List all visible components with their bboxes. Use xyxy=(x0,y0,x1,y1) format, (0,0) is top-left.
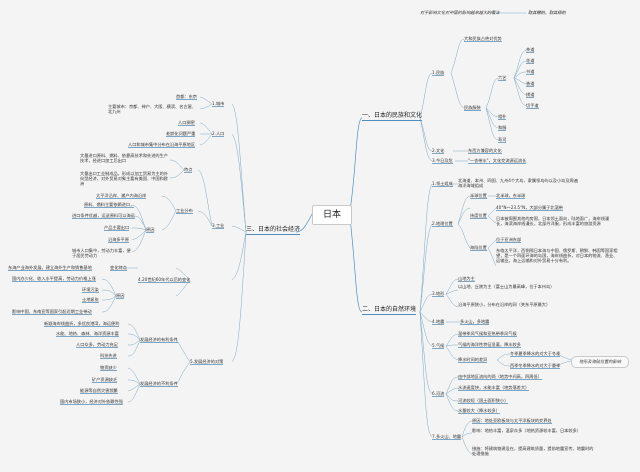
node-gy-fenbu[interactable]: 工业分布 xyxy=(176,208,193,214)
node-fz-1d[interactable]: 科技先进 xyxy=(100,353,117,359)
node-rk-3[interactable]: 人口和城市集中分布在沿海平原地区 xyxy=(128,142,196,148)
node-qh-3a[interactable]: 冬季夏季降水的对大于冬季 xyxy=(510,351,561,357)
node-gy-tese[interactable]: 特点 xyxy=(184,167,193,173)
node-dx-a[interactable]: 半球位置 xyxy=(470,193,487,199)
node-gy-t2[interactable]: 大量出口工业制成品，形成以加工贸易为主的外向型经济，对外贸易对象主要有美国、中国… xyxy=(80,171,168,186)
node-fz-2b[interactable]: 矿产资源缺乏 xyxy=(92,377,118,383)
node-dxx-0[interactable]: 山地为主 xyxy=(458,276,475,282)
node-dx-c[interactable]: 日本被周围其他的房国，日本领土面向，陆地面广，海岸线漫长，海滨海岸线漫长，北部丹… xyxy=(496,216,610,226)
node-dx-d2[interactable]: 东临太平洋，西侧隔日本海与中国、俄罗斯、朝鲜、韩国等国家相望，是一个四面环海的岛… xyxy=(496,248,618,263)
node-minzu[interactable]: 1.民族 xyxy=(432,70,445,76)
node-fz-1[interactable]: 发展经济的有利条件 xyxy=(140,337,178,343)
node-bh-2b[interactable]: 环境污染 xyxy=(82,287,99,293)
node-qh-2[interactable]: 气候的海洋性特征显著，降水较多 xyxy=(458,342,521,348)
center-node[interactable]: 日本 xyxy=(312,205,352,225)
section-society[interactable]: 三、日本的社会经济 xyxy=(246,226,301,235)
node-zy-2[interactable]: 影响：地热丰富，温泉众多（地热资源较丰富，日本较多） xyxy=(472,428,581,433)
node-rk-2[interactable]: 老龄化问题严重 xyxy=(166,131,196,137)
liuyi-item[interactable]: 切手道 xyxy=(526,103,539,109)
node-qihou[interactable]: 5.气候 xyxy=(432,343,445,349)
node-heliu[interactable]: 6.河流 xyxy=(432,391,445,397)
node-gy-f1[interactable]: 太平洋沿岸、濑户内海沿岸 xyxy=(96,193,147,199)
section-culture[interactable]: 一、日本的民族和文化 xyxy=(362,112,423,121)
node-qh-1[interactable]: 温带季风气候和亚热带季风气候 xyxy=(458,331,517,337)
node-bh-1[interactable]: 变化特点 xyxy=(110,265,127,271)
node-dx-d1[interactable]: 位于亚洲东部 xyxy=(496,237,522,243)
node-gy-y2[interactable]: 进口条件优越，运送原料可以海运 xyxy=(72,213,135,219)
section-nature[interactable]: 二、日本的自然环境 xyxy=(362,306,417,315)
node-renkou[interactable]: 2.人口 xyxy=(212,131,225,137)
liuyi-item[interactable]: 茶道 xyxy=(526,47,535,53)
node-fz-1b[interactable]: 水能、地热、森林、海洋资源丰富 xyxy=(56,331,119,337)
node-bh-2d[interactable]: 影响中国、东南亚等国家引起近期工业带动 xyxy=(12,309,92,315)
node-bh-2c[interactable]: 土地紧张 xyxy=(82,297,99,303)
node-qh-3b[interactable]: 西季冬季降水的对大于夏季 xyxy=(510,363,561,369)
node-gy-y4[interactable]: 沿海多平原 xyxy=(108,237,129,243)
node-dx-b[interactable]: 纬度位置 xyxy=(470,213,487,219)
node-zy-3[interactable]: 措施：将建筑物建设在，提高建筑质量，提前地震宣传，地震时的处理措施 xyxy=(472,446,594,456)
node-zy-1[interactable]: 原因：地处亚欧板块与太平洋板块的交界处 xyxy=(472,418,552,424)
node-gy-y1[interactable]: 原料、燃料主要依赖进口， xyxy=(84,202,135,208)
node-bh-1a[interactable]: 东海产业海外发展，建立海外生产和销售基地 xyxy=(8,265,92,271)
node-rk-1[interactable]: 人口稠密 xyxy=(178,120,195,126)
node-dx-d[interactable]: 海陆位置 xyxy=(470,245,487,251)
other-item[interactable]: 和服 xyxy=(498,125,507,131)
node-hl-4[interactable]: 水量较大（降水较多） xyxy=(458,408,500,414)
node-dxx-2[interactable]: 沿海平原狭小，分布在沿岸的网（关东平原最大） xyxy=(458,302,551,307)
node-hl-2[interactable]: 水流速度快，水能丰富（地势落差大） xyxy=(458,385,530,391)
node-weizhi[interactable]: 1.领土组成 xyxy=(432,181,453,187)
node-bh-2[interactable]: 原因 xyxy=(116,293,125,299)
node-qh-3[interactable]: 降水时间的差异 xyxy=(458,357,488,363)
node-gy-yuanyin[interactable]: 原因 xyxy=(146,227,155,233)
liuyi-item[interactable]: 棋道 xyxy=(526,92,535,98)
liuyi-item[interactable]: 花道 xyxy=(526,58,535,64)
node-cs-2[interactable]: 主要城市：京都、神户、大阪、横滨、名古屋、北九州 xyxy=(108,104,196,114)
node-chengshi[interactable]: 1.城市 xyxy=(212,101,225,107)
node-fz-1a[interactable]: 新颖海岸线曲折，多优良港湾，海运便利 xyxy=(44,321,120,327)
node-fazhan[interactable]: 5.发展经济的对策 xyxy=(190,359,224,365)
top-note-right: 取其糟粕，取其精粕 xyxy=(528,10,566,15)
node-yiqi[interactable]: 3.今日及危 xyxy=(432,158,453,164)
node-fushi[interactable]: 民族服装 xyxy=(464,105,481,111)
node-wenhua[interactable]: 2.文化 xyxy=(432,148,445,154)
node-cs-1[interactable]: 首都：东京 xyxy=(176,94,197,100)
node-ziyuan[interactable]: 7.多火山、地震 xyxy=(432,434,462,440)
node-bh-2a[interactable]: 国内办少化、收入水平提高，劳动力价格上涨 xyxy=(12,276,96,282)
node-dixing[interactable]: 2.地理位置 xyxy=(432,221,453,227)
liuyi-item[interactable]: 香道 xyxy=(526,81,535,87)
node-fz-2[interactable]: 发展经济的不利条件 xyxy=(140,381,178,387)
node-dizhen[interactable]: 4.地震 xyxy=(432,319,445,325)
node-fz-2c[interactable]: 能源等自然灾害频繁 xyxy=(80,388,118,394)
node-dx-b1[interactable]: 40°N～23.5°N，大部分属于北温带 xyxy=(496,205,563,211)
callout-summary[interactable]: 地形及海陆位置的影响 xyxy=(571,356,629,368)
node-dahe[interactable]: 大和民族占绝对优势 xyxy=(464,36,502,42)
node-hl-3[interactable]: 河流较短（国土面积狭小） xyxy=(458,398,509,404)
node-fz-2d[interactable]: 国内市场狭小，经济对外依赖性强 xyxy=(60,399,123,405)
node-weizhi-desc[interactable]: 北海道、本州、四国、九州4个大岛，隶属领岛屿以及小岛及周遍海洋海域组成 xyxy=(458,178,578,188)
node-fz-1c[interactable]: 人口众多，劳动力充足 xyxy=(76,342,118,348)
other-item[interactable]: 相扑 xyxy=(498,114,507,120)
other-item[interactable]: 寿司 xyxy=(498,137,507,143)
node-fz-2a[interactable]: 物资缺少 xyxy=(100,365,117,371)
node-wenhua-desc[interactable]: 东西方兼容的文化 xyxy=(468,148,502,154)
node-dx-a1[interactable]: 北半球，东半球 xyxy=(496,193,526,199)
node-dixing-n[interactable]: 3.地形 xyxy=(432,291,445,297)
node-hl-1[interactable]: 由中部地区流向的两（地势中间高，四周低） xyxy=(458,374,542,380)
node-yiqi-desc[interactable]: "一衣带水"，文化交流源远流长 xyxy=(468,158,527,164)
top-note-left: 对于影响文化对中国的影响越来越大的看法 xyxy=(420,10,500,15)
node-bianhua[interactable]: 4.20世纪60年代以后的变化 xyxy=(138,277,191,283)
node-dxx-1[interactable]: 以山地、丘陵为主（富士山为最高峰，位于本州岛） xyxy=(458,284,555,289)
node-dizhen-desc[interactable]: 多火山，多地震 xyxy=(460,319,490,325)
node-gy-t1[interactable]: 大量进口原料、燃料、依靠高技术和先进的生产技术，经进口加工后出口 xyxy=(80,153,168,163)
liuyi-item[interactable]: 书道 xyxy=(526,69,535,75)
node-gy-y3[interactable]: 产品主要出口 xyxy=(104,225,130,231)
node-gongye[interactable]: 3.工业 xyxy=(212,223,225,229)
node-liuyi[interactable]: 六艺 xyxy=(498,75,507,81)
node-gy-y5[interactable]: 城市人口集中，劳动力丰富，便于居民劳动力 xyxy=(72,248,131,258)
